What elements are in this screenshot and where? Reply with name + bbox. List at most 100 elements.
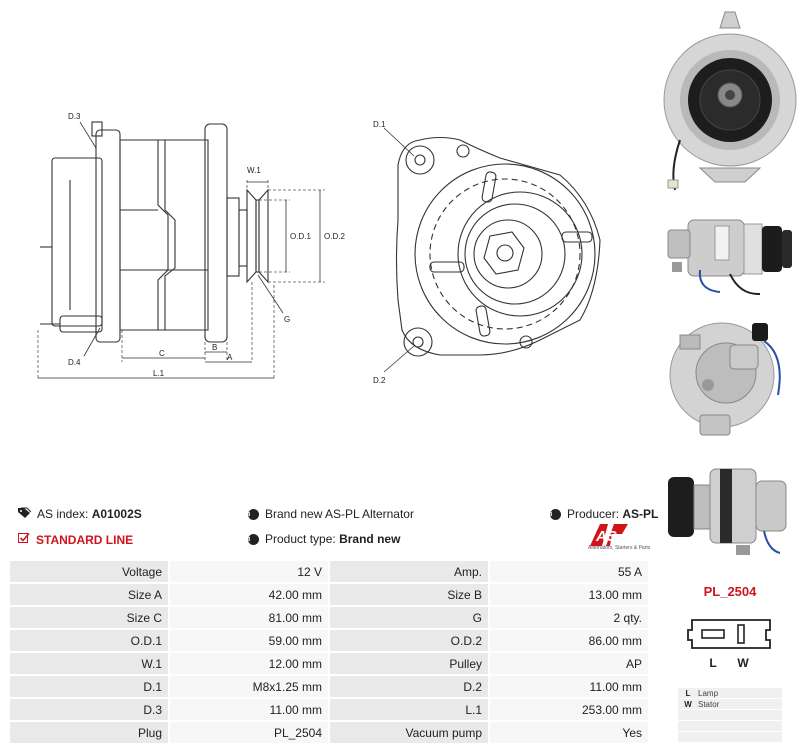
spec-label: Plug: [10, 722, 170, 745]
spec-label: Pulley: [330, 653, 490, 676]
checkbox-icon: [18, 532, 30, 547]
spec-label: Voltage: [10, 561, 170, 584]
label-d2: D.2: [373, 376, 386, 385]
spec-value: 42.00 mm: [170, 584, 330, 607]
label-b: B: [212, 343, 217, 352]
product-photo-rear: [669, 322, 781, 436]
pulley-right: [258, 188, 269, 284]
spec-value: 11.00 mm: [170, 699, 330, 722]
spec-value: PL_2504: [170, 722, 330, 745]
product-type: i Product type: Brand new: [248, 532, 400, 546]
producer-value: AS-PL: [622, 507, 659, 521]
spec-value: 12 V: [170, 561, 330, 584]
spec-value: AP: [490, 653, 650, 676]
rear-flange: [95, 129, 121, 343]
rear-housing: [51, 157, 103, 327]
info-icon: i: [550, 508, 561, 520]
pin-label-w: W: [737, 656, 749, 670]
standard-line-label: STANDARD LINE: [36, 532, 134, 547]
spec-value: M8x1.25 mm: [170, 676, 330, 699]
spec-label: Amp.: [330, 561, 490, 584]
shaft-nut: [483, 231, 525, 275]
legend-row-empty: [678, 732, 782, 742]
legend-key: L: [685, 688, 691, 698]
legend-key: W: [684, 699, 692, 709]
pin-label-l: L: [709, 656, 716, 670]
svg-text:AS: AS: [595, 528, 617, 545]
spec-value: 59.00 mm: [170, 630, 330, 653]
spec-value: 12.00 mm: [170, 653, 330, 676]
spec-label: Vacuum pump: [330, 722, 490, 745]
spec-label: O.D.2: [330, 630, 490, 653]
producer-label: Producer:: [567, 507, 620, 521]
as-index: AS index: A01002S: [18, 507, 142, 521]
spec-value: 11.00 mm: [490, 676, 650, 699]
label-od2: O.D.2: [324, 232, 345, 241]
pulley-left: [246, 188, 257, 284]
product-photo-side: [667, 219, 792, 296]
spec-label: O.D.1: [10, 630, 170, 653]
plug-connector-diagram: L W: [687, 619, 771, 670]
spec-label: Size B: [330, 584, 490, 607]
label-d1: D.1: [373, 120, 386, 129]
spec-label: Size A: [10, 584, 170, 607]
spec-label: D.2: [330, 676, 490, 699]
legend-row-empty: [678, 710, 782, 720]
product-photo-front: [663, 11, 797, 191]
as-index-value: A01002S: [91, 507, 142, 521]
label-d3: D.3: [68, 112, 81, 121]
front-housing: [395, 136, 601, 356]
label-d4: D.4: [68, 358, 81, 367]
as-logo-mark: AS: [590, 524, 628, 546]
product-type-label: Product type:: [265, 532, 336, 546]
stator-body: [119, 139, 169, 331]
spec-label: G: [330, 607, 490, 630]
legend-row-empty: [678, 721, 782, 731]
spec-label: D.3: [10, 699, 170, 722]
as-index-label: AS index:: [37, 507, 89, 521]
label-l1: L.1: [153, 369, 165, 378]
label-a: A: [227, 353, 233, 362]
tag-icon: [18, 507, 32, 521]
brand-tagline: Alternators, Starters & Parts: [588, 545, 651, 551]
spec-value: 253.00 mm: [490, 699, 650, 722]
legend-row: W Stator: [678, 699, 782, 709]
brand-logo: AS Alternators, Starters & Parts: [588, 524, 652, 554]
label-g: G: [284, 315, 290, 324]
product-description-text: Brand new AS-PL Alternator: [265, 507, 414, 521]
front-hub: [226, 197, 240, 277]
spec-value: 13.00 mm: [490, 584, 650, 607]
label-w1: W.1: [247, 166, 261, 175]
legend-row: L Lamp: [678, 688, 782, 698]
product-type-value: Brand new: [339, 532, 401, 546]
product-photo-top: [668, 468, 787, 555]
spec-value: 81.00 mm: [170, 607, 330, 630]
spec-label: Size C: [10, 607, 170, 630]
producer: i Producer: AS-PL: [550, 507, 658, 521]
label-od1: O.D.1: [290, 232, 311, 241]
spec-value: 2 qty.: [490, 607, 650, 630]
standard-line: STANDARD LINE: [18, 532, 133, 547]
label-c: C: [159, 349, 165, 358]
info-icon: i: [248, 533, 259, 545]
info-icon: i: [248, 508, 259, 520]
spec-value: 86.00 mm: [490, 630, 650, 653]
spec-value: 55 A: [490, 561, 650, 584]
spec-label: L.1: [330, 699, 490, 722]
product-description: i Brand new AS-PL Alternator: [248, 507, 414, 521]
technical-drawing: D.3 D.4 W.1 O.D.1 O.D.2 G C B A L.1 D.1 …: [37, 112, 601, 385]
plug-code: PL_2504: [703, 584, 757, 599]
legend-value: Stator: [698, 699, 720, 709]
plug-legend: L Lamp W Stator: [678, 688, 782, 743]
spec-value: Yes: [490, 722, 650, 745]
spec-label: D.1: [10, 676, 170, 699]
